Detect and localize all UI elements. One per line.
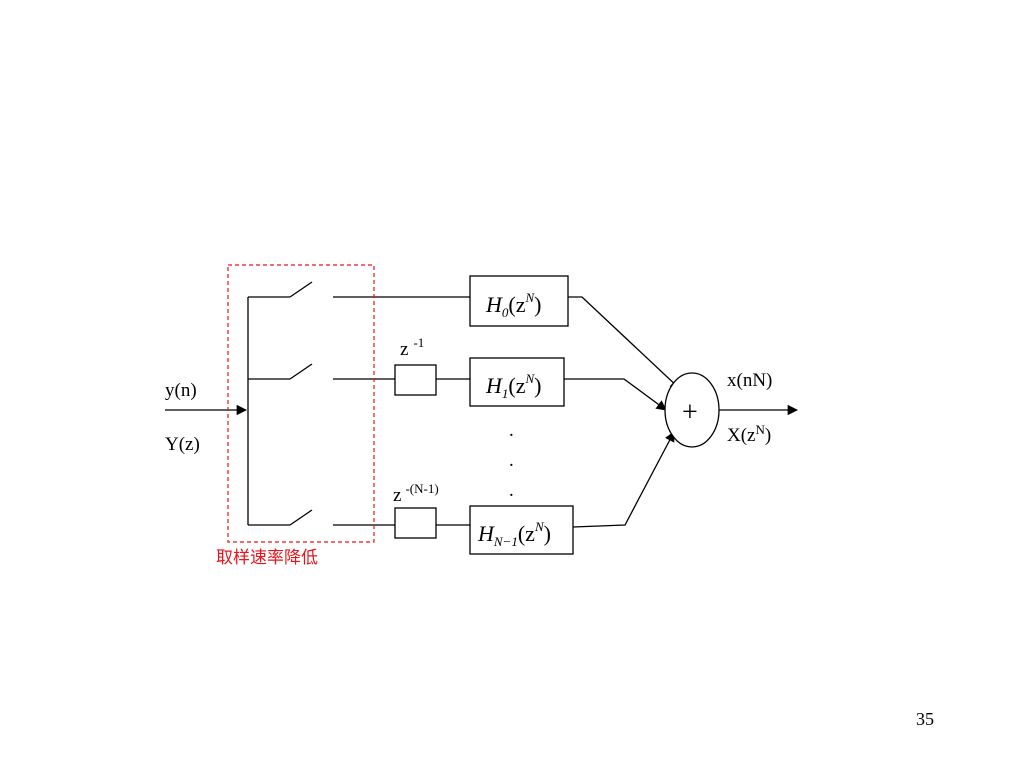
svg-text:z-1: z -1	[400, 335, 424, 360]
input-time-label: y(n)	[165, 380, 197, 401]
path-filter-last-to-adder	[572, 431, 675, 528]
filter-1-sub: 1	[502, 386, 509, 401]
filter-1-open: (z	[508, 373, 525, 398]
delay-1-base: z	[400, 339, 408, 360]
delay-block-last: z -(N-1)	[393, 481, 470, 539]
filter-0-sup: N	[524, 290, 535, 305]
filter-last-close: )	[544, 521, 551, 546]
adder: +	[664, 372, 720, 448]
svg-text:HN−1(zN): HN−1(zN)	[477, 519, 551, 549]
filter-block-0: H0(zN)	[469, 275, 569, 327]
switch-branch-last	[248, 509, 395, 526]
delay-last-exponent: -(N-1)	[405, 481, 438, 496]
output-z-sup: N	[755, 422, 765, 437]
filter-0-close: )	[534, 292, 541, 317]
svg-text:z-(N-1): z -(N-1)	[393, 481, 439, 506]
filter-last-open: (z	[518, 521, 535, 546]
ellipsis-dot-2: .	[509, 450, 514, 471]
switch-branch-1	[248, 363, 395, 380]
delay-1-exponent: -1	[413, 335, 424, 350]
filter-0-name: H	[485, 292, 503, 317]
filter-0-open: (z	[508, 292, 525, 317]
svg-text:H1(zN): H1(zN)	[485, 371, 541, 401]
filter-1-name: H	[485, 373, 503, 398]
filter-last-sup: N	[534, 519, 545, 534]
delay-block-1: z -1	[394, 335, 470, 396]
rate-reduction-caption: 取样速率降低	[216, 548, 318, 568]
filter-last-name: H	[477, 521, 495, 546]
switch-branch-0	[248, 281, 470, 298]
input-z-label: Y(z)	[165, 434, 200, 455]
rate-reduction-box	[227, 264, 375, 543]
filter-1-sup: N	[524, 371, 535, 386]
filter-block-last: HN−1(zN)	[469, 505, 574, 555]
delay-last-base: z	[393, 485, 401, 506]
adder-plus-icon: +	[682, 397, 698, 428]
path-filter-1-to-adder	[564, 378, 667, 411]
filter-1-close: )	[534, 373, 541, 398]
output-time-label: x(nN)	[727, 370, 772, 391]
svg-text:H0(zN): H0(zN)	[485, 290, 541, 320]
output-z-label: X(zN)	[727, 422, 771, 446]
ellipsis-dot-3: .	[509, 480, 514, 501]
path-filter-0-to-adder	[568, 296, 681, 390]
ellipsis-dot-1: .	[509, 420, 514, 441]
filter-last-sub: N−1	[493, 534, 518, 549]
output-z-base: X(z	[727, 425, 755, 446]
filter-0-sub: 0	[502, 305, 509, 320]
output-z-close: )	[765, 425, 771, 446]
filter-block-1: H1(zN)	[469, 357, 565, 407]
page-number: 35	[916, 709, 934, 729]
